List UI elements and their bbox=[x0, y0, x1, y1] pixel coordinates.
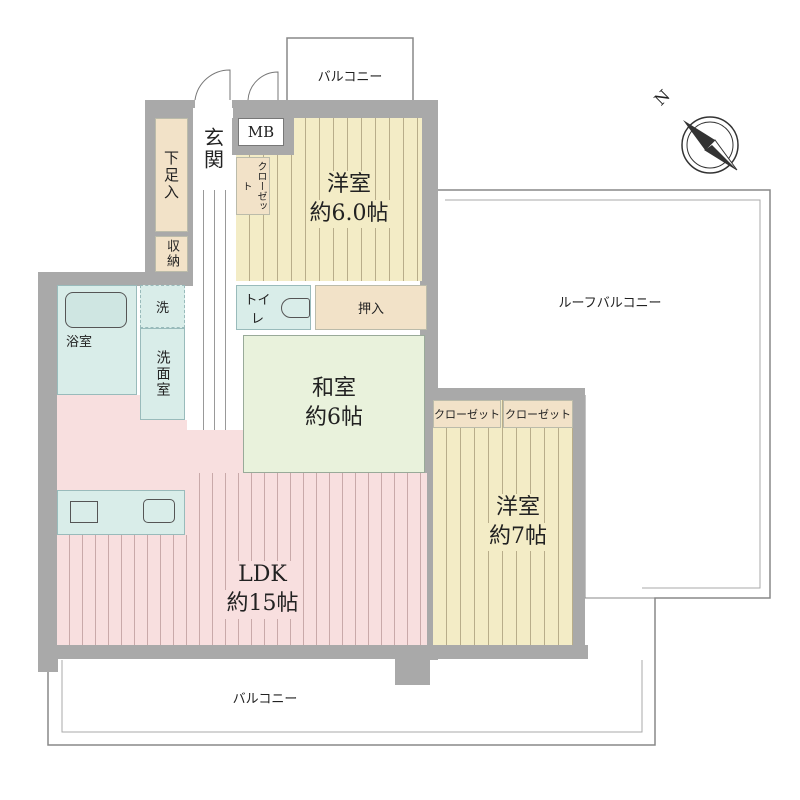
balcony-top: バルコニー bbox=[317, 70, 383, 85]
balcony-bottom: バルコニー bbox=[232, 692, 298, 707]
wall bbox=[38, 645, 588, 659]
toilet-icon bbox=[281, 297, 310, 318]
compass-icon bbox=[681, 116, 739, 174]
room-size: 約15帖 bbox=[222, 590, 303, 619]
wall bbox=[395, 645, 430, 685]
laundry: 洗 bbox=[140, 285, 185, 328]
toilet: トイレ bbox=[236, 285, 311, 330]
room-size: 約6.0帖 bbox=[305, 199, 393, 229]
entrance: 玄関 bbox=[193, 108, 233, 190]
wall bbox=[38, 272, 193, 286]
kitchen-counter bbox=[57, 490, 185, 535]
room-size: 約7帖 bbox=[485, 522, 551, 552]
closet-a: クローゼット bbox=[433, 400, 501, 428]
hallway bbox=[193, 190, 233, 430]
roof-balcony: ルーフバルコニー bbox=[558, 296, 662, 311]
wall bbox=[425, 388, 585, 400]
toilet-label: トイレ bbox=[244, 292, 271, 327]
wall bbox=[573, 388, 585, 658]
wall bbox=[232, 100, 432, 118]
washroom: 洗面室 bbox=[140, 328, 185, 420]
bathtub-icon bbox=[65, 292, 127, 328]
bath-label: 浴室 bbox=[66, 334, 93, 350]
sink-icon bbox=[143, 499, 175, 523]
room-name: LDK bbox=[234, 561, 291, 590]
room-name: 洋室 bbox=[491, 493, 544, 523]
storage: 収納 bbox=[155, 236, 188, 272]
oshiire: 押入 bbox=[315, 285, 427, 330]
japanese-room: 和室 約6帖 bbox=[243, 335, 425, 473]
kitchen-area bbox=[57, 395, 140, 420]
room-size: 約6帖 bbox=[305, 405, 363, 430]
closet-b: クローゼット bbox=[503, 400, 573, 428]
mb: MB bbox=[238, 118, 284, 146]
stove-icon bbox=[70, 501, 98, 523]
room-name: 洋室 bbox=[322, 170, 375, 200]
wall bbox=[38, 272, 58, 672]
shoe-storage: 下足入 bbox=[155, 118, 188, 232]
kitchen-area bbox=[187, 430, 243, 473]
western-room-2: 洋室 約7帖 bbox=[433, 400, 573, 645]
closet-small: クローゼット bbox=[236, 157, 270, 215]
ldk-label: LDK 約15帖 bbox=[200, 555, 325, 625]
room-name: 和室 bbox=[311, 376, 356, 402]
